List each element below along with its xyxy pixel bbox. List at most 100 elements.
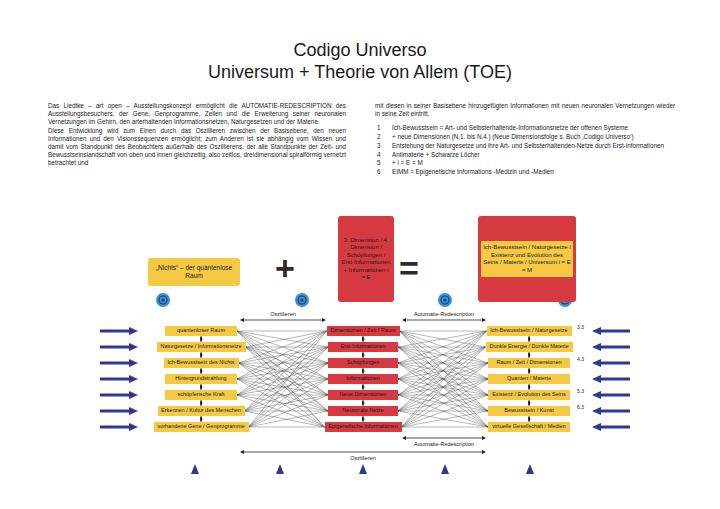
input-arrowhead	[592, 391, 601, 399]
oscillation-line	[243, 452, 483, 453]
network-line	[398, 363, 488, 379]
title: Codigo Universo	[0, 40, 720, 60]
network-line	[402, 395, 489, 427]
input-arrow	[600, 410, 630, 413]
network-line	[398, 331, 487, 347]
triangle-marker	[191, 464, 199, 474]
network-line	[398, 411, 488, 427]
callout-number: 5.3	[577, 388, 584, 394]
input-arrowhead	[129, 391, 138, 399]
red-row-box: Erst-Informationen	[328, 342, 398, 352]
node-text: Ich-Bewusstsein / Naturgesetze / Existen…	[481, 241, 573, 277]
arrowhead	[482, 436, 486, 440]
yellow-row-box: Ich-Bewusstsein des Nichts	[164, 358, 239, 368]
network-line	[237, 331, 328, 363]
node-text: Erkennen / Kultur des Menschen	[161, 408, 241, 414]
node-text: Ich-Bewusstsein des Nichts	[167, 360, 234, 366]
network-line	[402, 411, 489, 427]
network-line	[246, 331, 327, 347]
input-arrow	[600, 346, 630, 349]
network-line	[237, 331, 328, 379]
list-number: 4	[377, 151, 381, 159]
input-arrowhead	[129, 407, 138, 415]
node-text: Naturgesetze / Informationsnetze	[160, 344, 241, 350]
arrowhead	[240, 450, 244, 454]
node-text: Ich-Bewusstsein / Naturgesetze	[490, 328, 567, 334]
node-text: Dunkle Energie / Dunkle Materie	[489, 344, 568, 350]
triangle-marker	[359, 464, 367, 474]
yellow-row-box: Bewusstsein / Kunst	[488, 406, 570, 416]
node-text: Erst-Informationen	[340, 344, 385, 350]
yellow-row-box: Erkennen / Kultur des Menschen	[158, 406, 245, 416]
network-line	[245, 363, 329, 411]
blue-circle-core	[301, 299, 304, 302]
node-text: Neuronale Netze	[342, 408, 383, 414]
input-arrow	[100, 394, 130, 397]
arrowhead	[240, 318, 244, 322]
input-arrow	[100, 362, 130, 365]
node-text: Quanten / Materie	[507, 376, 551, 382]
node-text: Epigenetische Informationen	[328, 424, 398, 430]
network-line	[402, 331, 487, 427]
network-line	[398, 347, 488, 395]
arrowhead	[322, 318, 326, 322]
network-line	[246, 347, 329, 348]
network-line	[398, 331, 487, 395]
network-line	[249, 331, 327, 427]
node-text: Hintergrundstrahlung	[175, 376, 226, 382]
network-line	[398, 395, 488, 411]
input-arrow	[100, 410, 130, 413]
yellow-row-box: Existenz / Evolution des Seins	[488, 390, 570, 400]
input-arrowhead	[592, 343, 601, 351]
network-line	[245, 411, 329, 412]
oscillation-line	[243, 320, 323, 321]
node-text: virtuelle Gesellschaft / Medien	[492, 424, 565, 430]
yellow-row-box: virtuelle Gesellschaft / Medien	[488, 422, 570, 432]
list-item: Antimaterie + Schwarze Löcher	[392, 151, 677, 159]
list-item: + neue Dimensionen (N.1. bis N.4.) (Neue…	[392, 133, 677, 141]
node-text: 3. Dimension / 4. Dimension / Schöpfunge…	[341, 237, 391, 282]
yellow-row-box: quantenloser Raum	[165, 326, 237, 336]
subtitle: Universum + Theorie von Allem (TOE)	[0, 62, 720, 82]
oscillation-line	[405, 438, 483, 439]
network-line	[398, 379, 488, 411]
list-item: + i = E = M	[392, 159, 677, 167]
input-arrow	[100, 330, 130, 333]
equals-sign: =	[394, 250, 424, 286]
triangle-marker	[441, 464, 449, 474]
input-arrowhead	[129, 327, 138, 335]
network-line	[237, 331, 328, 347]
input-arrowhead	[592, 375, 601, 383]
yellow-row-box: Naturgesetze / Informationsnetze	[157, 342, 246, 352]
network-line	[245, 347, 329, 411]
network-line	[245, 395, 329, 411]
network-line	[398, 395, 488, 427]
node-text: quantenloser Raum	[177, 328, 225, 334]
list-number: 1	[377, 124, 381, 132]
red-row-box: Schöpfungen	[328, 358, 398, 368]
callout-number: 6.3	[577, 404, 584, 410]
network-line	[398, 347, 486, 411]
input-arrow	[100, 378, 130, 381]
triangle-marker	[526, 464, 534, 474]
arrowhead	[402, 318, 406, 322]
network-line	[398, 363, 488, 379]
input-arrow	[600, 426, 630, 429]
input-arrowhead	[129, 359, 138, 367]
blue-circle	[438, 293, 452, 307]
input-arrowhead	[592, 407, 601, 415]
network-line	[398, 331, 487, 379]
network-line	[402, 347, 486, 427]
yellow-row-box: schöpferische Kraft	[165, 390, 237, 400]
network-line	[246, 347, 329, 363]
input-arrow	[600, 394, 630, 397]
network-line	[237, 331, 327, 395]
node-text: Raum / Zeit / Dimensionen	[496, 360, 561, 366]
red-row-box: Epigenetische Informationen	[325, 422, 402, 432]
network-line	[400, 331, 487, 332]
network-line	[237, 331, 328, 411]
network-line	[237, 331, 327, 332]
input-arrowhead	[592, 359, 601, 367]
network-line	[237, 379, 325, 427]
blue-circle-core	[444, 299, 447, 302]
